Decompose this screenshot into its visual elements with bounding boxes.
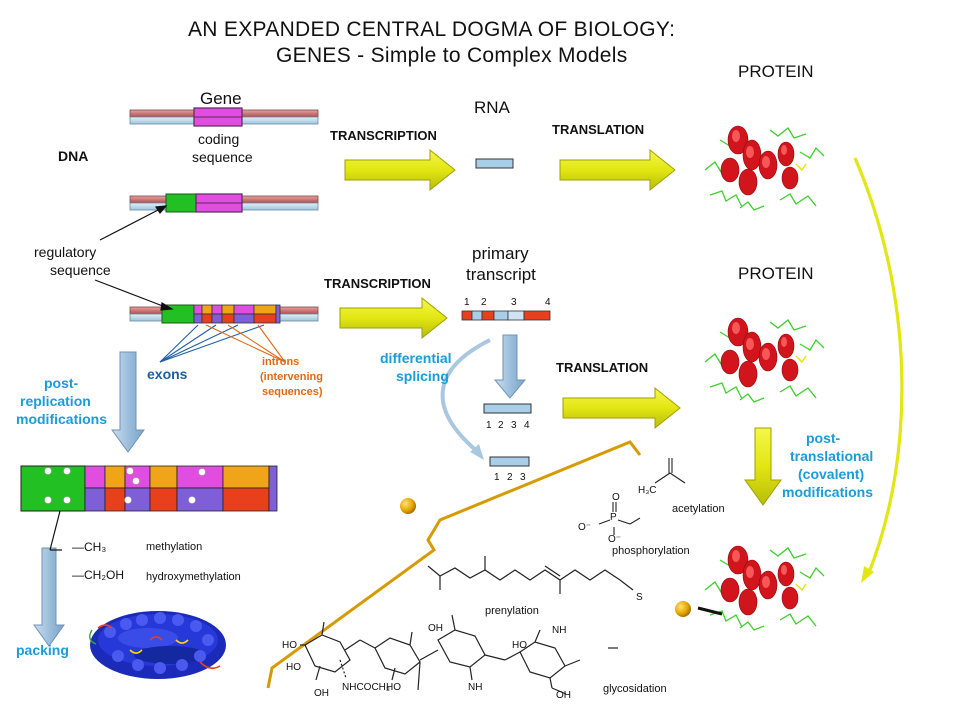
regulatory-pointers — [94, 205, 174, 311]
spliced-b-number-1: 1 — [494, 472, 500, 483]
primary-transcript-label-2: transcript — [466, 265, 536, 284]
primary-number-2: 2 — [481, 297, 487, 308]
protein-label-top: PROTEIN — [738, 62, 814, 81]
transcription-arrow-top — [344, 148, 456, 192]
translation-arrow-mid — [562, 386, 681, 430]
spliced-b-number-2: 2 — [507, 472, 513, 483]
glycan-nhcoch3: NHCOCH₃ — [342, 682, 390, 693]
prenyl-sulfur: S — [636, 592, 643, 603]
spliced-a-number-1: 1 — [486, 420, 492, 431]
exons-label: exons — [147, 366, 188, 382]
dna-strand-simple — [129, 107, 319, 127]
primary-number-4: 4 — [545, 297, 551, 308]
modification-ball-left — [400, 498, 416, 514]
title-line-2: GENES - Simple to Complex Models — [276, 44, 628, 67]
translation-label-top: TRANSLATION — [552, 122, 645, 137]
protein-label-mid: PROTEIN — [738, 264, 814, 283]
rna-bar — [475, 158, 514, 169]
acetylation-label: acetylation — [672, 503, 725, 515]
phosphorylation-label: phosphorylation — [612, 545, 690, 557]
transcription-label-top: TRANSCRIPTION — [330, 128, 437, 143]
phosphate-o-minus-left: O⁻ — [578, 522, 592, 533]
phosphate-o-minus-bottom: O⁻ — [608, 534, 622, 545]
spliced-transcript-a — [483, 403, 532, 414]
methyl-formula: —CH₃ — [72, 540, 107, 554]
protein-structure-top — [704, 125, 825, 211]
exon-pointers — [159, 324, 265, 363]
post-translational-label-4: modifications — [782, 484, 874, 500]
dna-label: DNA — [58, 148, 89, 164]
glycan-oh-4: OH — [428, 623, 443, 634]
modified-dna-block — [20, 465, 278, 551]
post-translational-label-3: (covalent) — [798, 466, 865, 482]
translation-label-mid: TRANSLATION — [556, 360, 649, 375]
phosphate-structure — [598, 502, 641, 535]
primary-number-3: 3 — [511, 297, 517, 308]
glycan-nh: NH — [468, 682, 483, 693]
post-replication-label-1: post- — [44, 375, 79, 391]
dna-strand-exons-introns — [129, 304, 319, 324]
dna-strand-regulatory — [129, 193, 319, 213]
intron-pointers — [205, 324, 286, 363]
regulatory-label-2: sequence — [50, 262, 111, 278]
modification-ball-protein — [675, 601, 691, 617]
modification-bracket — [266, 440, 642, 689]
post-translational-label-2: translational — [790, 448, 874, 464]
regulatory-label-1: regulatory — [34, 244, 97, 260]
protein-structure-modified — [697, 545, 825, 631]
gene-label: Gene — [200, 89, 242, 108]
glycan-ho-1: HO — [282, 640, 297, 651]
spliced-a-number-4: 4 — [524, 420, 530, 431]
translation-arrow-top — [559, 148, 676, 192]
glycan-oh-3: OH — [314, 688, 329, 699]
primary-number-1: 1 — [464, 297, 470, 308]
splicing-curve-arrow — [440, 338, 491, 460]
glycosidation-label: glycosidation — [603, 683, 667, 695]
protein-structure-mid — [704, 317, 825, 403]
glycan-oh-7: OH — [556, 690, 571, 701]
glycan-structure — [300, 614, 618, 695]
coding-label-1: coding — [198, 131, 240, 147]
introns-label-1: introns — [262, 356, 300, 368]
glycan-nh-2: NH — [552, 625, 567, 636]
primary-transcript-bar — [461, 310, 551, 321]
post-replication-arrow — [111, 351, 145, 453]
glycan-ho-5: HO — [386, 682, 401, 693]
phosphate-o-top: O — [612, 492, 620, 503]
acetyl-formula: H₃C — [638, 485, 657, 496]
splicing-arrow — [493, 334, 527, 399]
acetyl-structure — [654, 458, 686, 484]
title-line-1: AN EXPANDED CENTRAL DOGMA OF BIOLOGY: — [188, 18, 676, 41]
differential-splicing-label-2: splicing — [396, 368, 449, 384]
phosphorus-atom: P — [610, 512, 617, 523]
packing-label: packing — [16, 642, 69, 658]
spliced-b-number-3: 3 — [520, 472, 526, 483]
primary-transcript-label-1: primary — [472, 244, 529, 263]
post-replication-label-2: replication — [20, 393, 91, 409]
hydroxymethyl-formula: —CH₂OH — [72, 568, 124, 582]
hydroxymethylation-label: hydroxymethylation — [146, 571, 241, 583]
spliced-a-number-2: 2 — [498, 420, 504, 431]
introns-label-3: sequences) — [262, 386, 323, 398]
coding-label-2: sequence — [192, 149, 253, 165]
prenylation-label: prenylation — [485, 605, 539, 617]
glycan-ho-2: HO — [286, 662, 301, 673]
prenyl-structure — [427, 556, 634, 594]
curved-arrow-right — [853, 157, 904, 583]
transcription-arrow-mid — [339, 296, 448, 340]
spliced-a-number-3: 3 — [511, 420, 517, 431]
post-translational-label-1: post- — [806, 430, 841, 446]
post-translational-arrow — [744, 427, 782, 506]
methylation-label: methylation — [146, 541, 203, 553]
packing-arrow — [33, 547, 65, 647]
differential-splicing-label-1: differential — [380, 350, 452, 366]
glycan-ho-6: HO — [512, 640, 527, 651]
transcription-label-mid: TRANSCRIPTION — [324, 276, 431, 291]
nucleosome-image — [89, 611, 226, 679]
post-replication-label-3: modifications — [16, 411, 108, 427]
introns-label-2: (intervening — [260, 371, 323, 383]
rna-label: RNA — [474, 98, 510, 117]
spliced-transcript-b — [489, 456, 530, 467]
